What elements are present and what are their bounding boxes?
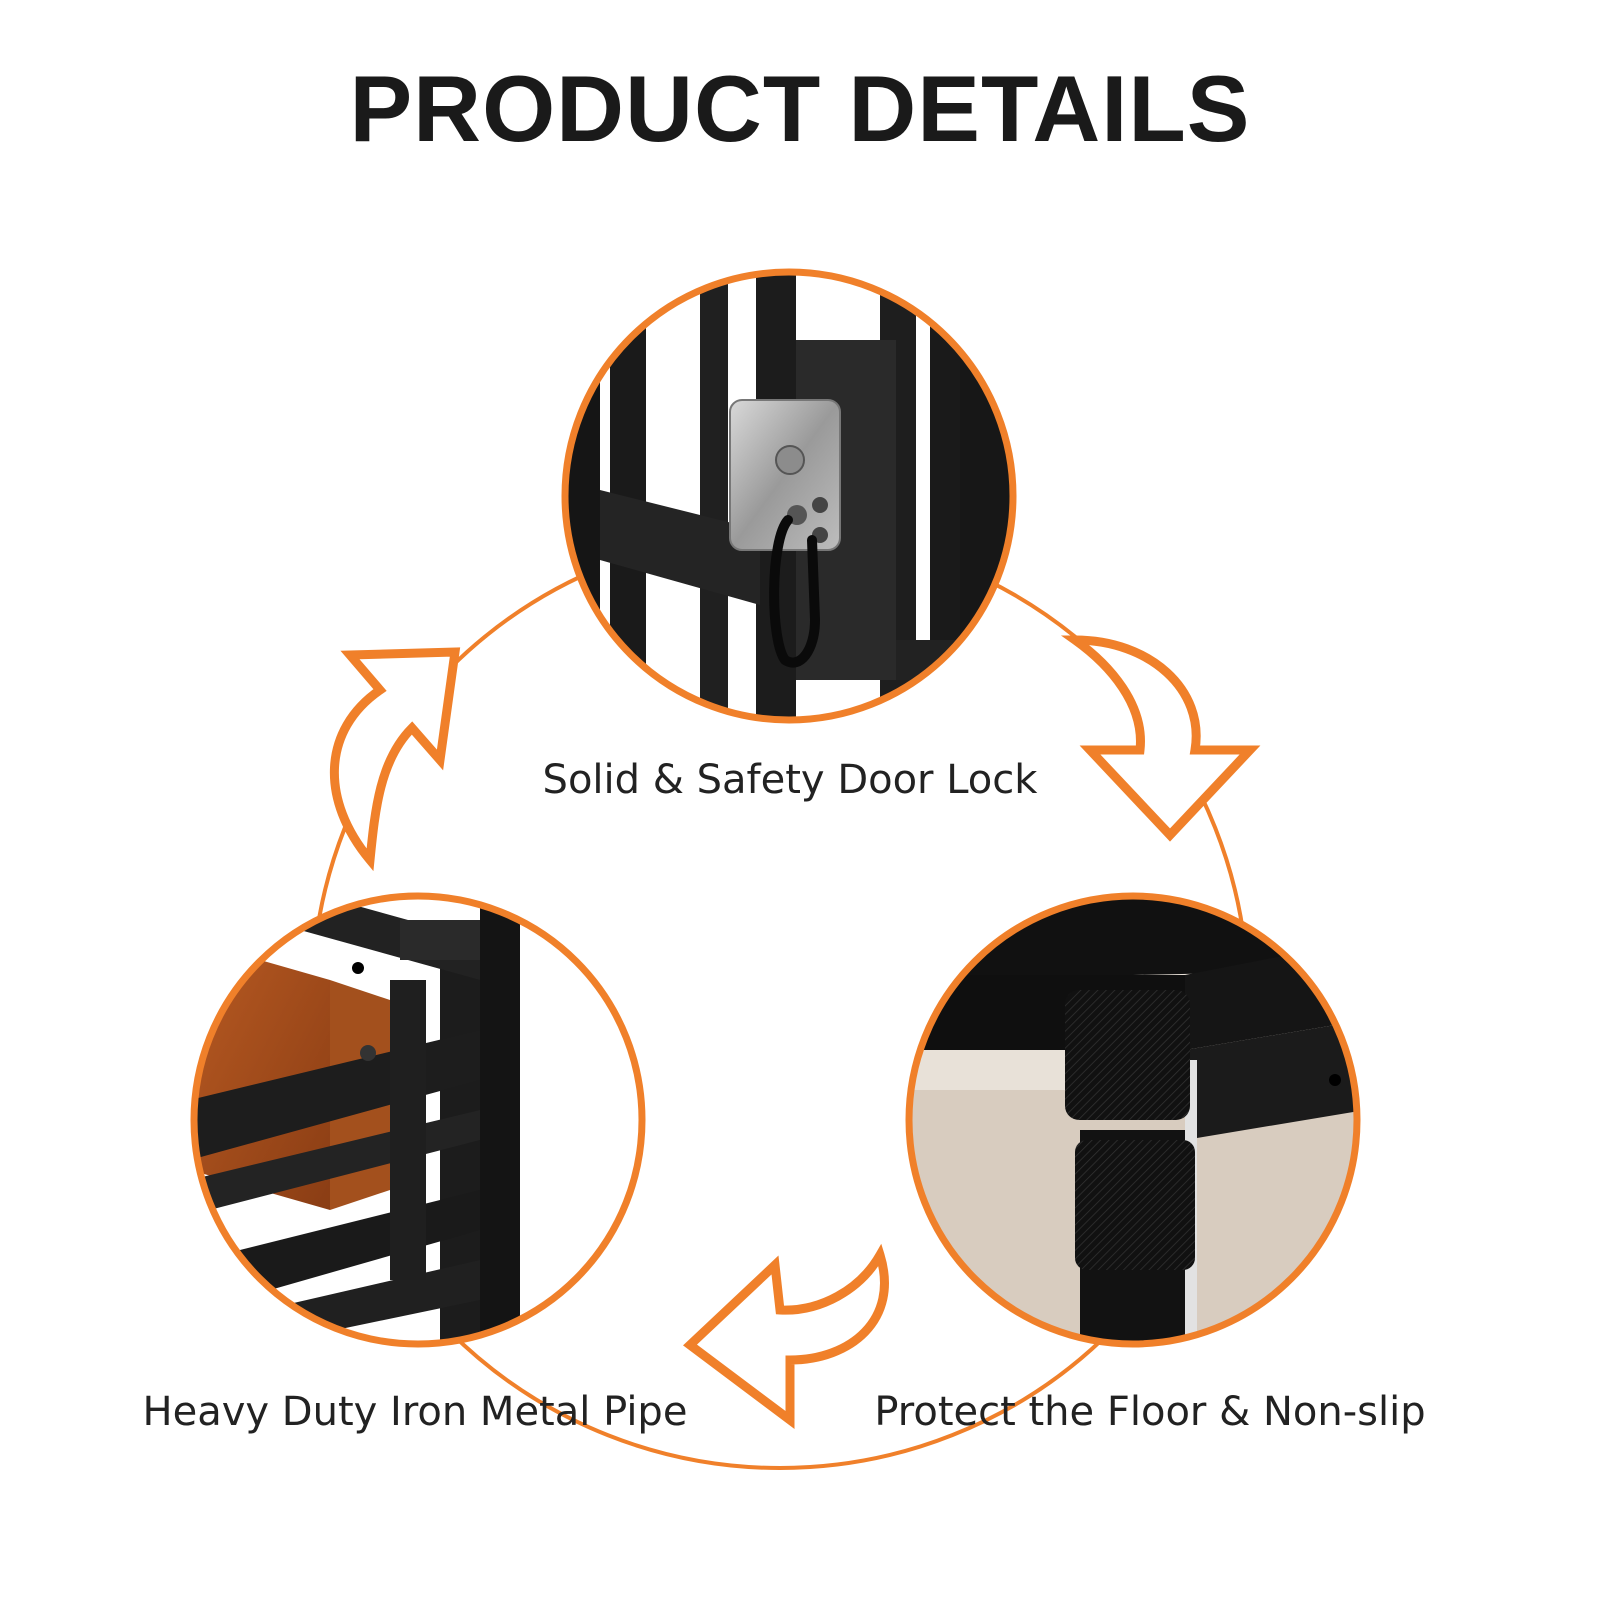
cycle-arrow-down-icon xyxy=(1060,635,1261,842)
door-lock-photo xyxy=(561,268,1017,724)
feature-caption-door-lock: Solid & Safety Door Lock xyxy=(542,757,1038,803)
cycle-arrow-left-icon xyxy=(683,1243,889,1429)
floor-protector-photo xyxy=(905,892,1361,1348)
page-title: PRODUCT DETAILS xyxy=(349,56,1251,161)
feature-caption-floor-protector: Protect the Floor & Non-slip xyxy=(874,1389,1426,1435)
cycle-arrow-up-icon xyxy=(329,647,461,872)
feature-caption-metal-pipe: Heavy Duty Iron Metal Pipe xyxy=(142,1389,688,1435)
metal-pipe-photo xyxy=(190,892,646,1348)
